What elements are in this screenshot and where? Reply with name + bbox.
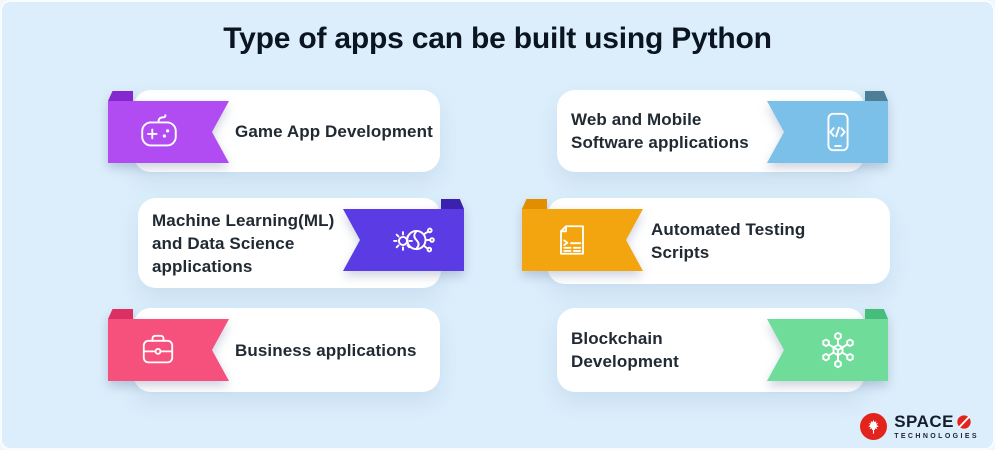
ribbon-game bbox=[108, 91, 229, 163]
card-label: Blockchain Development bbox=[571, 327, 761, 373]
spaceo-logo: SPACE TECHNOLOGIES bbox=[860, 412, 979, 440]
page-title: Type of apps can be built using Python bbox=[223, 22, 772, 55]
card-label: Automated Testing Scripts bbox=[651, 218, 890, 264]
maple-leaf-icon bbox=[860, 412, 888, 440]
card-web-mobile: Web and Mobile Software applications bbox=[557, 90, 888, 172]
card-label-line: Web and Mobile bbox=[571, 110, 702, 129]
card-label: Web and Mobile Software applications bbox=[571, 108, 761, 154]
card-blockchain: Blockchain Development bbox=[557, 308, 888, 392]
briefcase-icon bbox=[136, 328, 180, 372]
card-label: Machine Learning(ML) and Data Science ap… bbox=[152, 209, 337, 278]
card-label-line: Scripts bbox=[651, 243, 710, 262]
ribbon-business bbox=[108, 309, 229, 381]
card-label: Business applications bbox=[235, 339, 440, 362]
card-business: Business applications bbox=[108, 308, 440, 392]
ribbon-fold bbox=[865, 309, 888, 319]
logo-tagline: TECHNOLOGIES bbox=[894, 433, 979, 440]
logo-text: SPACE TECHNOLOGIES bbox=[894, 412, 979, 440]
card-machine-learning: Machine Learning(ML) and Data Science ap… bbox=[138, 198, 464, 288]
ml-brain-icon bbox=[393, 227, 435, 253]
ribbon-fold bbox=[108, 91, 133, 101]
script-document-icon bbox=[550, 218, 594, 262]
card-label-line: Business applications bbox=[235, 340, 417, 360]
ribbon-automated-testing bbox=[522, 199, 643, 271]
card-label-line: and Data Science bbox=[152, 233, 295, 253]
card-label-line: Software applications bbox=[571, 133, 749, 152]
ribbon-fold bbox=[108, 309, 133, 319]
card-automated-testing: Automated Testing Scripts bbox=[522, 198, 890, 284]
ribbon-blockchain bbox=[767, 309, 888, 381]
ribbon-fold bbox=[522, 199, 547, 209]
ribbon-fold bbox=[441, 199, 464, 209]
card-label-line: Machine Learning(ML) bbox=[152, 210, 335, 230]
card-label: Game App Development bbox=[235, 120, 440, 143]
card-game-app: Game App Development bbox=[108, 90, 440, 172]
mobile-code-icon bbox=[827, 112, 849, 152]
ribbon-machine-learning bbox=[343, 199, 464, 271]
card-label-line: Game App Development bbox=[235, 121, 433, 141]
ribbon-web-mobile bbox=[767, 91, 888, 163]
game-controller-icon bbox=[136, 109, 182, 155]
o-slash-logo-mark bbox=[956, 414, 972, 430]
card-label-line: Automated Testing bbox=[651, 220, 806, 239]
brand-name: SPACE bbox=[894, 412, 954, 431]
ribbon-fold bbox=[865, 91, 888, 101]
card-label-line: Blockchain Development bbox=[571, 329, 679, 371]
blockchain-icon bbox=[822, 331, 854, 369]
card-label-line: applications bbox=[152, 256, 253, 276]
